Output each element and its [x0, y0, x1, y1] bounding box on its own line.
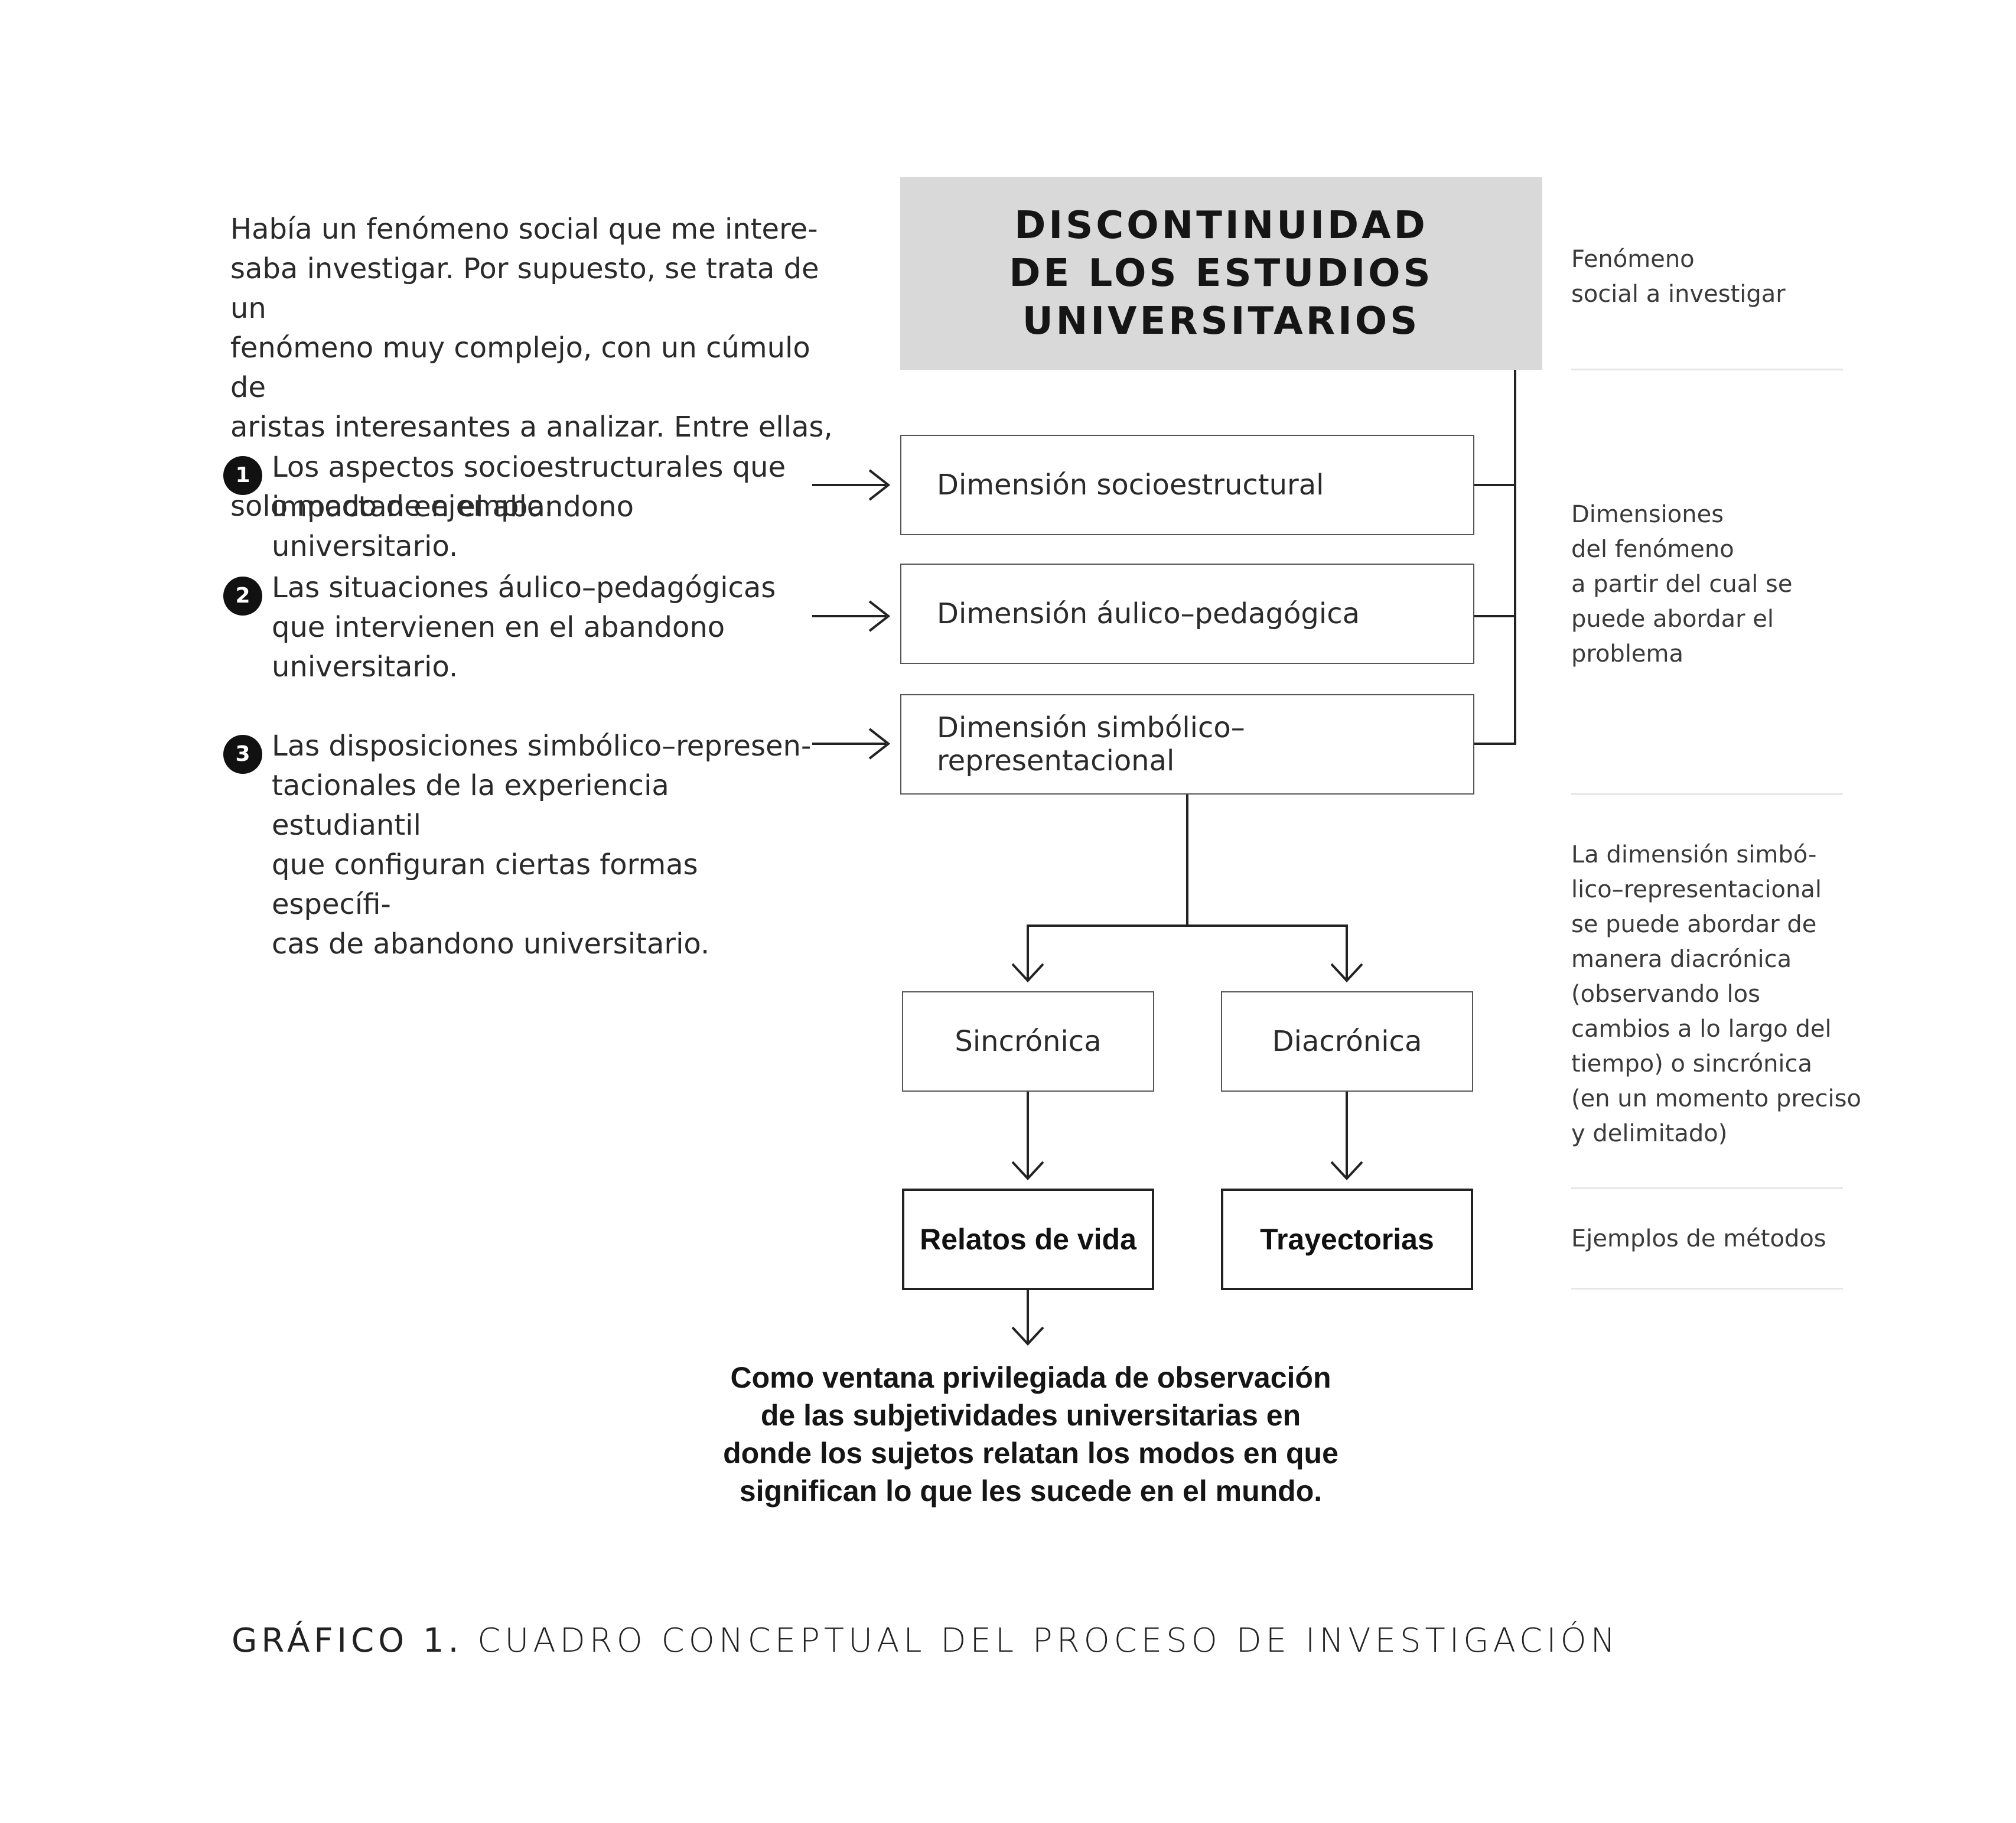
arrowhead-diac — [1330, 1161, 1363, 1180]
side-note-line: y delimitado) — [1571, 1120, 1728, 1147]
header-title: DISCONTINUIDAD DE LOS ESTUDIOS UNIVERSIT… — [1009, 203, 1434, 343]
side-divider — [1571, 1187, 1843, 1189]
side-note-line: (en un momento preciso — [1571, 1085, 1861, 1112]
intro-line: Había un fenómeno social que me intere- — [230, 213, 818, 246]
arrowhead-fork-left — [1011, 963, 1044, 982]
figure-caption: GRÁFICO 1. CUADRO CONCEPTUAL DEL PROCESO… — [232, 1622, 1620, 1660]
side-divider — [1571, 1288, 1843, 1290]
side-note-approach: La dimensión simbó- lico–representaciona… — [1571, 838, 1902, 1151]
intro-line: fenómeno muy complejo, con un cúmulo de — [230, 331, 810, 404]
arrowhead-item-2 — [868, 600, 891, 632]
header-box: DISCONTINUIDAD DE LOS ESTUDIOS UNIVERSIT… — [900, 177, 1542, 370]
side-note-line: Dimensiones — [1571, 501, 1724, 528]
list-item-2: 2 Las situaciones áulico–pedagógicas que… — [223, 568, 814, 687]
side-note-phenomenon: Fenómeno social a investigar — [1571, 242, 1902, 312]
dimension-box-socioestructural: Dimensión socioestructural — [900, 435, 1474, 535]
side-note-dimensions: Dimensiones del fenómeno a partir del cu… — [1571, 497, 1902, 672]
item-line: universitario. — [272, 650, 458, 683]
item-line: Las situaciones áulico–pedagógicas — [272, 571, 776, 604]
side-note-line: Ejemplos de métodos — [1571, 1225, 1826, 1252]
figure-caption-text: CUADRO CONCEPTUAL DEL PROCESO DE INVESTI… — [463, 1622, 1620, 1660]
side-note-line: manera diacrónica — [1571, 946, 1792, 973]
intro-line: solo modo de ejemplo: — [230, 490, 554, 523]
side-note-line: La dimensión simbó- — [1571, 841, 1817, 868]
number-badge-2: 2 — [223, 577, 262, 616]
dimension-box-simbolico-representacional: Dimensión simbólico–representacional — [900, 694, 1474, 795]
side-note-methods: Ejemplos de métodos — [1571, 1222, 1902, 1256]
side-note-line: lico–representacional — [1571, 876, 1822, 903]
side-note-line: a partir del cual se — [1571, 571, 1793, 598]
side-note-line: tiempo) o sincrónica — [1571, 1050, 1813, 1077]
list-item-3: 3 Las disposiciones simbólico–represen- … — [223, 727, 814, 964]
side-note-line: se puede abordar de — [1571, 911, 1817, 938]
approach-box-diacronica: Diacrónica — [1221, 991, 1473, 1092]
number-badge-1: 1 — [223, 456, 262, 495]
side-note-line: Fenómeno — [1571, 246, 1695, 273]
side-divider — [1571, 793, 1843, 795]
item-line: tacionales de la experiencia estudiantil — [272, 769, 669, 842]
arrowhead-sync — [1011, 1161, 1044, 1180]
approach-box-sincronica: Sincrónica — [902, 991, 1154, 1092]
number-badge-3: 3 — [223, 735, 262, 774]
conclusion-text: Como ventana privilegiada de observación… — [723, 1361, 1338, 1508]
item-line: Los aspectos socioestructurales que — [272, 451, 786, 484]
list-item-1: 1 Los aspectos socioestructurales que im… — [223, 448, 814, 567]
item-line: cas de abandono universitario. — [272, 927, 710, 961]
side-note-line: puede abordar el — [1571, 606, 1774, 633]
item-line: impactan en el abandono universitario. — [272, 490, 634, 563]
arrowhead-conclusion — [1011, 1326, 1044, 1346]
side-note-line: problema — [1571, 640, 1684, 668]
method-box-relatos-de-vida: Relatos de vida — [902, 1189, 1154, 1290]
item-line: que intervienen en el abandono — [272, 611, 725, 644]
intro-line: saba investigar. Por supuesto, se trata … — [230, 252, 819, 325]
intro-paragraph: Había un fenómeno social que me intere- … — [230, 210, 833, 526]
side-note-line: cambios a lo largo del — [1571, 1015, 1832, 1043]
arrowhead-item-3 — [868, 728, 891, 760]
side-note-line: del fenómeno — [1571, 536, 1734, 563]
arrowhead-fork-right — [1330, 963, 1363, 982]
method-box-trayectorias: Trayectorias — [1221, 1189, 1473, 1290]
item-line: que configuran ciertas formas específi- — [272, 848, 698, 921]
side-note-line: (observando los — [1571, 981, 1760, 1008]
item-line: Las disposiciones simbólico–represen- — [272, 730, 812, 763]
intro-line: aristas interesantes a analizar. Entre e… — [230, 411, 833, 483]
dimension-box-aulico-pedagogica: Dimensión áulico–pedagógica — [900, 564, 1474, 664]
side-note-line: social a investigar — [1571, 281, 1786, 308]
side-divider — [1571, 369, 1843, 370]
figure-caption-lead: GRÁFICO 1. — [232, 1622, 463, 1660]
arrowhead-item-1 — [868, 469, 891, 501]
